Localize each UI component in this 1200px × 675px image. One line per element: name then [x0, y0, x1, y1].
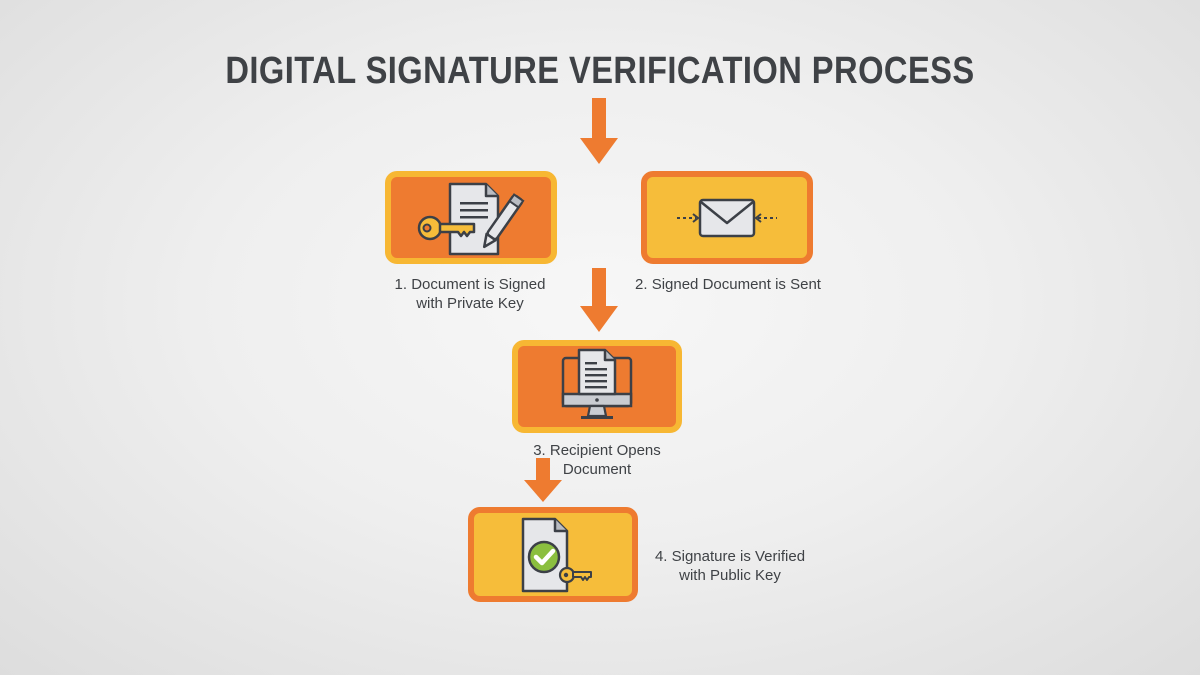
- step-3-box: [512, 340, 682, 433]
- monitor-document-icon: [561, 348, 633, 419]
- envelope-arrows-icon: [677, 198, 777, 237]
- down-arrow-icon: [524, 458, 562, 502]
- step-3-label-line1: 3. Recipient Opens: [533, 442, 661, 459]
- step-4-label: 4. Signature is Verified with Public Key: [630, 547, 830, 585]
- step-2-label: 2. Signed Document is Sent: [618, 275, 838, 294]
- step-1-box: [385, 171, 557, 264]
- step-3-label: 3. Recipient Opens Document: [497, 441, 697, 479]
- document-check-key-icon: [521, 517, 592, 592]
- step-2-label-line1: 2. Signed Document is Sent: [635, 276, 821, 293]
- page-title: DIGITAL SIGNATURE VERIFICATION PROCESS: [225, 50, 975, 92]
- step-3-label-line2: Document: [562, 461, 632, 478]
- step-1-label-line1: 1. Document is Signed: [394, 276, 546, 293]
- step-2-box: [641, 171, 813, 264]
- step-1-label-line2: with Private Key: [416, 295, 524, 312]
- step-1-label: 1. Document is Signed with Private Key: [370, 275, 570, 313]
- step-4-label-line2: with Public Key: [679, 567, 781, 584]
- step-4-label-line1: 4. Signature is Verified: [654, 548, 806, 565]
- step-4-box: [468, 507, 638, 602]
- down-arrow-icon: [580, 268, 618, 332]
- document-key-pen-icon: [417, 182, 525, 255]
- down-arrow-icon: [580, 98, 618, 164]
